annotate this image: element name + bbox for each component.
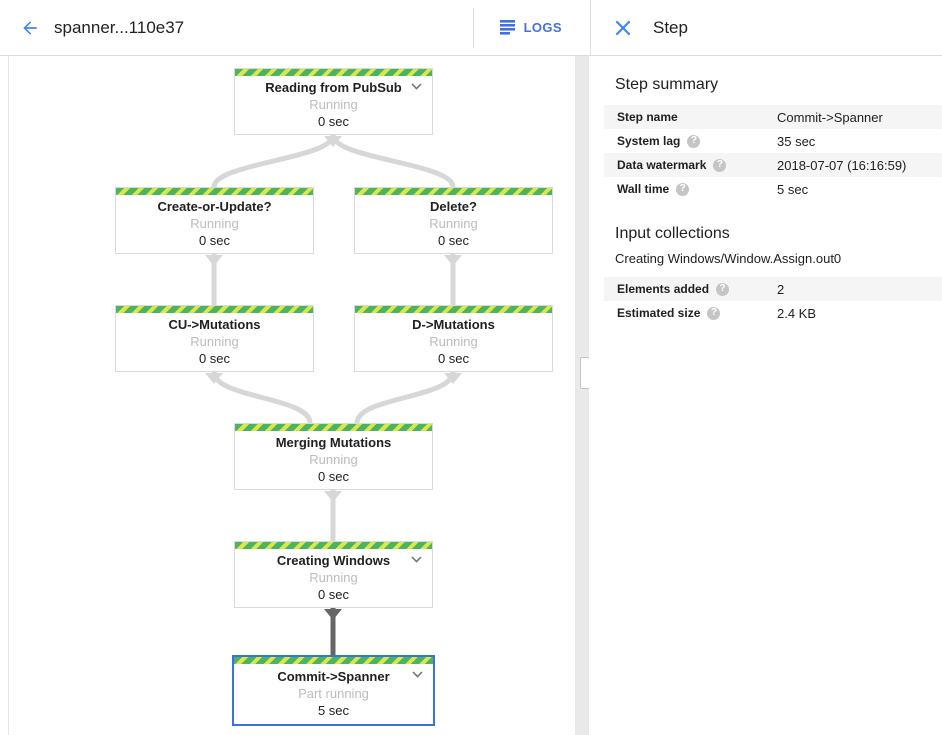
node-time: 0 sec (198, 232, 231, 248)
input-collection-name: Creating Windows/Window.Assign.out0 (615, 251, 842, 266)
job-header: spanner...110e37 LOGS (0, 0, 590, 55)
step-details-panel: Step summary Step name Commit->Spanner S… (589, 56, 942, 735)
row-value: 2 (777, 281, 785, 297)
panel-title: Step (653, 17, 688, 37)
row-value: Commit->Spanner (777, 109, 883, 125)
running-stripes (235, 69, 432, 76)
step-summary-table: Step name Commit->Spanner System lag ? 3… (604, 105, 942, 201)
node-title: D->Mutations (412, 316, 495, 332)
step-summary-heading: Step summary (615, 76, 719, 93)
row-value: 5 sec (777, 181, 809, 197)
running-stripes (116, 188, 313, 195)
table-row: Estimated size ? 2.4 KB (604, 301, 942, 325)
logs-button[interactable]: LOGS (498, 16, 564, 39)
running-stripes (235, 542, 432, 549)
row-value: 2018-07-07 (16:16:59) (777, 157, 907, 173)
node-status: Running (190, 215, 239, 231)
back-button[interactable] (14, 12, 46, 44)
node-time: 0 sec (198, 350, 231, 366)
graph-node-merging-mutations[interactable]: Merging Mutations Running 0 sec (234, 423, 433, 490)
help-icon[interactable]: ? (713, 158, 727, 172)
close-panel-button[interactable] (609, 14, 637, 42)
help-icon[interactable]: ? (687, 134, 701, 148)
pipeline-graph-canvas: Reading from PubSub Running 0 sec Create… (0, 56, 577, 735)
node-title: Reading from PubSub (265, 79, 402, 95)
row-label: Elements added (617, 282, 710, 296)
row-value: 35 sec (777, 133, 816, 149)
node-status: Part running (298, 685, 369, 701)
node-title: Merging Mutations (275, 434, 392, 450)
node-title: Create-or-Update? (157, 198, 272, 214)
row-label: System lag (617, 134, 681, 148)
table-row: Elements added ? 2 (604, 277, 942, 301)
graph-node-cu-mutations[interactable]: CU->Mutations Running 0 sec (115, 305, 314, 372)
chevron-down-icon[interactable] (411, 556, 422, 563)
job-title: spanner...110e37 (54, 17, 185, 37)
input-collections-heading: Input collections (615, 225, 730, 242)
node-time: 0 sec (437, 232, 470, 248)
node-time: 0 sec (317, 468, 350, 484)
graph-node-commit-spanner[interactable]: Commit->Spanner Part running 5 sec (232, 655, 435, 726)
chevron-down-icon[interactable] (411, 83, 422, 90)
graph-node-delete[interactable]: Delete? Running 0 sec (354, 187, 553, 254)
graph-node-d-mutations[interactable]: D->Mutations Running 0 sec (354, 305, 553, 372)
help-icon[interactable]: ? (676, 182, 690, 196)
node-time: 0 sec (317, 113, 350, 129)
header-divider (472, 7, 474, 48)
row-label: Wall time (617, 182, 670, 196)
chevron-down-icon[interactable] (412, 671, 423, 678)
node-status: Running (309, 96, 358, 112)
row-label: Data watermark (617, 158, 707, 172)
arrow-left-icon (23, 20, 37, 35)
graph-node-create-or-update[interactable]: Create-or-Update? Running 0 sec (115, 187, 314, 254)
node-title: Delete? (430, 198, 477, 214)
node-status: Running (429, 215, 478, 231)
running-stripes (234, 657, 433, 664)
help-icon[interactable]: ? (707, 306, 721, 320)
node-status: Running (309, 451, 358, 467)
node-title: Commit->Spanner (277, 668, 390, 684)
node-time: 5 sec (317, 702, 350, 718)
table-row: System lag ? 35 sec (604, 129, 942, 153)
logs-button-label: LOGS (523, 20, 562, 35)
running-stripes (355, 188, 552, 195)
table-row: Data watermark ? 2018-07-07 (16:16:59) (604, 153, 942, 177)
node-title: Creating Windows (276, 552, 391, 568)
row-value: 2.4 KB (777, 305, 817, 321)
node-time: 0 sec (437, 350, 470, 366)
top-header: spanner...110e37 LOGS Step (0, 0, 942, 56)
running-stripes (235, 424, 432, 431)
row-label: Step name (617, 110, 678, 124)
help-icon[interactable]: ? (716, 282, 730, 296)
graph-node-reading-from-pubsub[interactable]: Reading from PubSub Running 0 sec (234, 68, 433, 135)
canvas-left-edge (8, 56, 9, 735)
table-row: Step name Commit->Spanner (604, 105, 942, 129)
close-icon (615, 20, 631, 35)
graph-node-creating-windows[interactable]: Creating Windows Running 0 sec (234, 541, 433, 608)
logs-icon (499, 20, 515, 35)
node-status: Running (190, 333, 239, 349)
node-title: CU->Mutations (168, 316, 261, 332)
node-status: Running (429, 333, 478, 349)
input-collections-table: Elements added ? 2 Estimated size ? 2.4 … (604, 277, 942, 325)
node-status: Running (309, 569, 358, 585)
node-time: 0 sec (317, 586, 350, 602)
row-label: Estimated size (617, 306, 701, 320)
panel-splitter (575, 56, 589, 735)
running-stripes (116, 306, 313, 313)
graph-edges (205, 134, 462, 657)
running-stripes (355, 306, 552, 313)
step-panel-header: Step (590, 0, 942, 55)
table-row: Wall time ? 5 sec (604, 177, 942, 201)
